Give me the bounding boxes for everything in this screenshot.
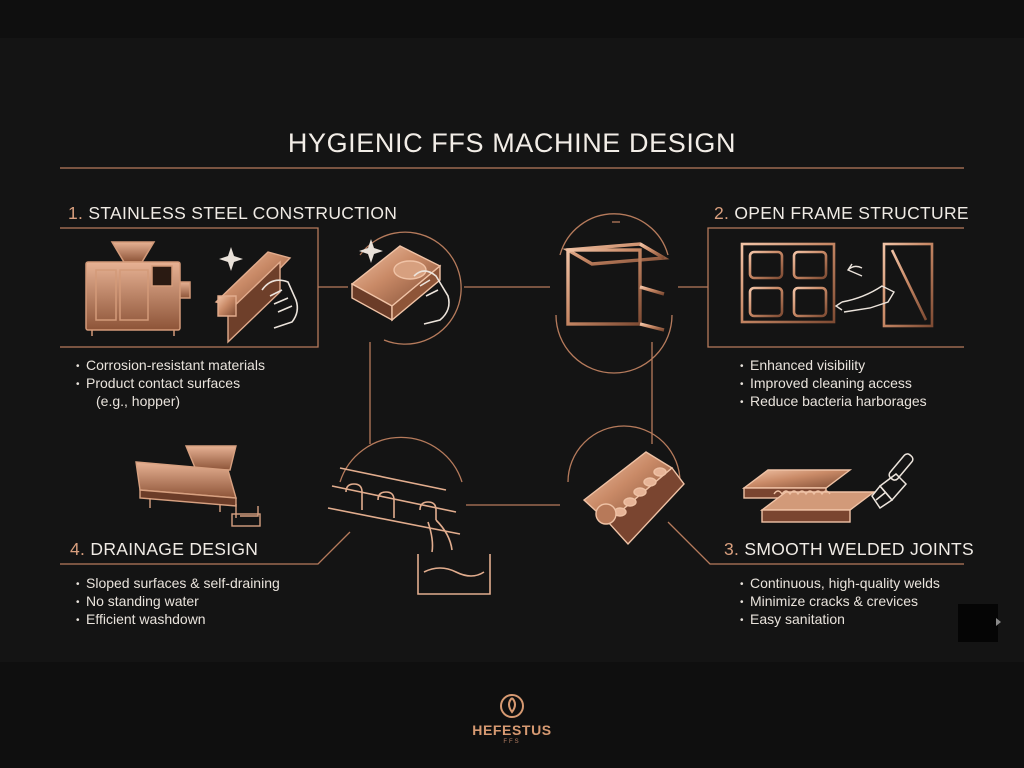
top-letterbox: [0, 0, 1024, 38]
section-4-title: DRAINAGE DESIGN: [90, 539, 259, 559]
section-4-number: 4.: [70, 539, 86, 559]
section-3-heading: 3. SMOOTH WELDED JOINTS: [724, 539, 974, 560]
bullet-item: Easy sanitation: [740, 611, 940, 629]
hefestus-logo-icon: [500, 694, 524, 718]
bullet-item: Minimize cracks & crevices: [740, 593, 940, 611]
steel-beam-icon: [214, 251, 292, 344]
section-1-number: 1.: [68, 203, 84, 223]
bullet-item: Sloped surfaces & self-draining: [76, 575, 280, 593]
bullet-item: Improved cleaning access: [740, 375, 927, 393]
bullet-item: Continuous, high-quality welds: [740, 575, 940, 593]
bullet-item: (e.g., hopper): [96, 393, 181, 409]
logo-sub: FFS: [503, 739, 521, 745]
section-4-heading: 4. DRAINAGE DESIGN: [70, 539, 258, 560]
logo-name: HEFESTUS: [472, 722, 552, 738]
polish-block-icon: [350, 245, 442, 322]
section-2-title: OPEN FRAME STRUCTURE: [734, 203, 969, 223]
weld-plate-icon: [741, 469, 877, 523]
welded-joint-icon: [582, 451, 685, 546]
section-1-heading: 1. STAINLESS STEEL CONSTRUCTION: [68, 203, 397, 224]
video-control-box[interactable]: [958, 604, 998, 642]
sparkle-icon: [219, 239, 383, 271]
frame-access-icon: [740, 242, 934, 334]
section-4-bullets: Sloped surfaces & self-draining No stand…: [76, 575, 280, 629]
sloped-surface-icon: [135, 445, 261, 527]
section-1-title: STAINLESS STEEL CONSTRUCTION: [88, 203, 398, 223]
page-title: HYGIENIC FFS MACHINE DESIGN: [287, 128, 737, 158]
section-3-number: 3.: [724, 539, 740, 559]
section-2-number: 2.: [714, 203, 730, 223]
drain-washdown-icon: [327, 467, 491, 595]
paint-brush-icon: [871, 453, 914, 510]
wiping-hand-icon: [261, 279, 299, 329]
section-2-bullets: Enhanced visibility Improved cleaning ac…: [740, 357, 927, 411]
bullet-item: No standing water: [76, 593, 280, 611]
section-3-bullets: Continuous, high-quality welds Minimize …: [740, 575, 940, 629]
section-1-bullets: Corrosion-resistant materials Product co…: [76, 357, 265, 410]
bullet-item: Reduce bacteria harborages: [740, 393, 927, 411]
play-icon[interactable]: [996, 618, 1001, 626]
ffs-machine-icon: [85, 241, 191, 336]
section-2-heading: 2. OPEN FRAME STRUCTURE: [714, 203, 969, 224]
bullet-item: Efficient washdown: [76, 611, 280, 629]
connector-lines: [60, 167, 964, 565]
section-3-title: SMOOTH WELDED JOINTS: [744, 539, 974, 559]
bottom-letterbox: [0, 662, 1024, 768]
bullet-item: Enhanced visibility: [740, 357, 927, 375]
open-frame-icon: [562, 242, 670, 334]
bullet-item: Corrosion-resistant materials: [76, 357, 265, 375]
bullet-item: Product contact surfaces: [76, 375, 265, 393]
